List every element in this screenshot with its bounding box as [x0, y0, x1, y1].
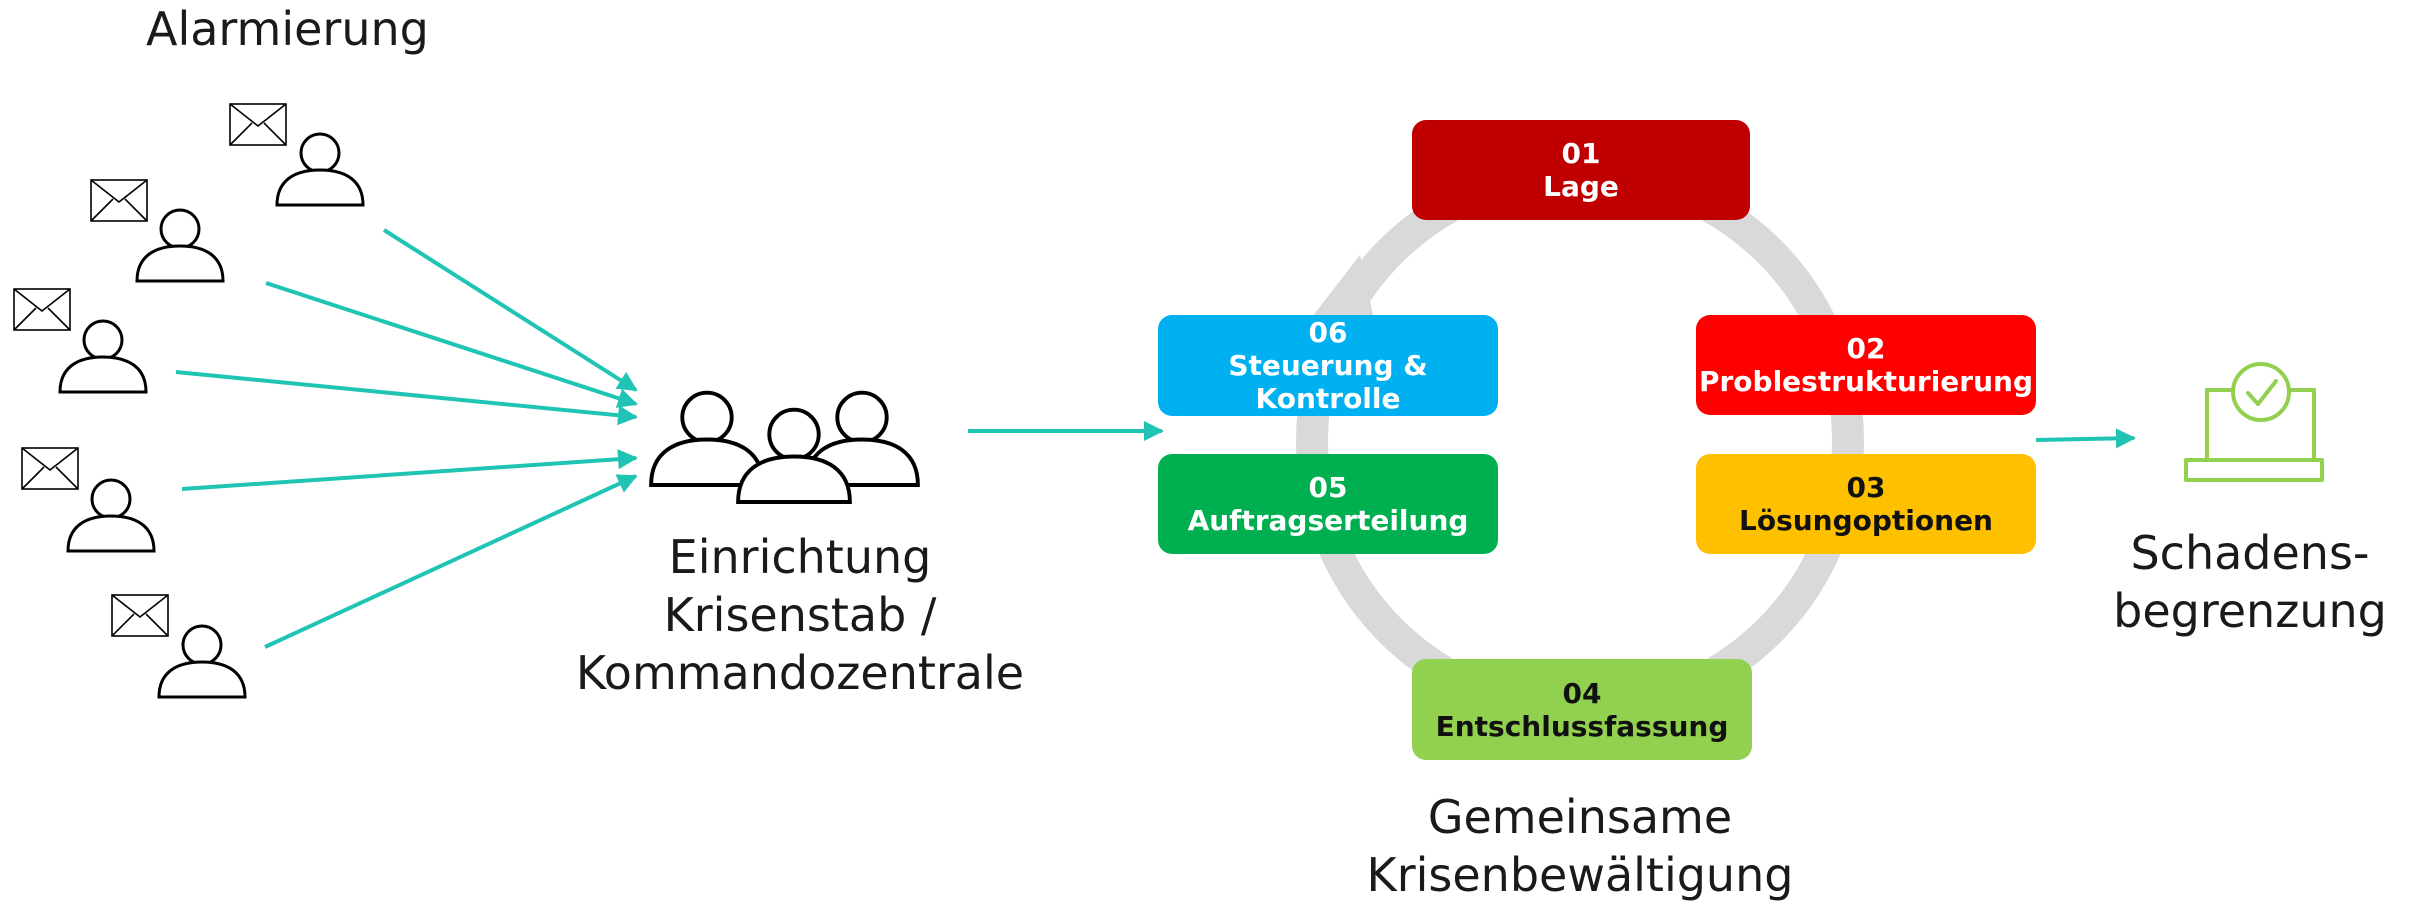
step-label: Auftragserteilung	[1187, 504, 1469, 537]
step-label: Entschlussfassung	[1435, 709, 1729, 743]
step-number: 05	[1308, 471, 1348, 504]
step-label: Problestrukturierung	[1698, 365, 2034, 398]
step-04-box: 04 Entschlussfassung	[1412, 659, 1752, 760]
alarmed-person-2	[90, 179, 225, 283]
cycle-label: Gemeinsame Krisenbewältigung	[1366, 790, 1794, 902]
step-label: Lösungoptionen	[1738, 504, 1993, 537]
alarmed-person-1	[229, 103, 365, 207]
person-icon	[275, 132, 365, 207]
person-icon	[157, 624, 247, 699]
envelope-icon	[13, 288, 71, 331]
alarm-arrows	[175, 228, 638, 649]
envelope-icon	[21, 447, 79, 490]
arrow-to-result	[2035, 428, 2136, 449]
step-02-box: 02 Problestrukturierung	[1696, 315, 2036, 415]
alarmed-person-4	[21, 447, 156, 553]
team-icon	[649, 390, 920, 504]
alarmed-person-5	[111, 594, 247, 699]
step-number: 06	[1308, 316, 1348, 349]
envelope-icon	[229, 103, 287, 146]
person-icon	[66, 478, 156, 553]
cycle-ring	[1296, 157, 1864, 725]
envelope-icon	[111, 594, 169, 637]
step-number: 01	[1561, 137, 1601, 170]
envelope-icon	[90, 179, 148, 222]
alarmed-person-3	[13, 288, 148, 394]
step-03-box: 03 Lösungoptionen	[1696, 454, 2036, 554]
step-01-box: 01 Lage	[1412, 120, 1750, 220]
result-label: Schadens- begrenzung	[2113, 526, 2387, 638]
step-label: Lage	[1543, 170, 1619, 203]
step-number: 03	[1846, 471, 1886, 504]
step-05-box: 05 Auftragserteilung	[1158, 454, 1498, 554]
step-06-box: 06 Steuerung & Kontrolle	[1158, 315, 1498, 416]
crisis-staff-label: Einrichtung Krisenstab / Kommandozentral…	[575, 530, 1025, 700]
person-icon	[58, 319, 148, 394]
laptop-check-icon	[2184, 362, 2324, 482]
step-number: 02	[1846, 332, 1886, 365]
step-label: Steuerung & Kontrolle	[1228, 349, 1428, 415]
person-icon	[135, 208, 225, 283]
step-number: 04	[1562, 676, 1602, 710]
page-title: Alarmierung	[146, 2, 429, 56]
